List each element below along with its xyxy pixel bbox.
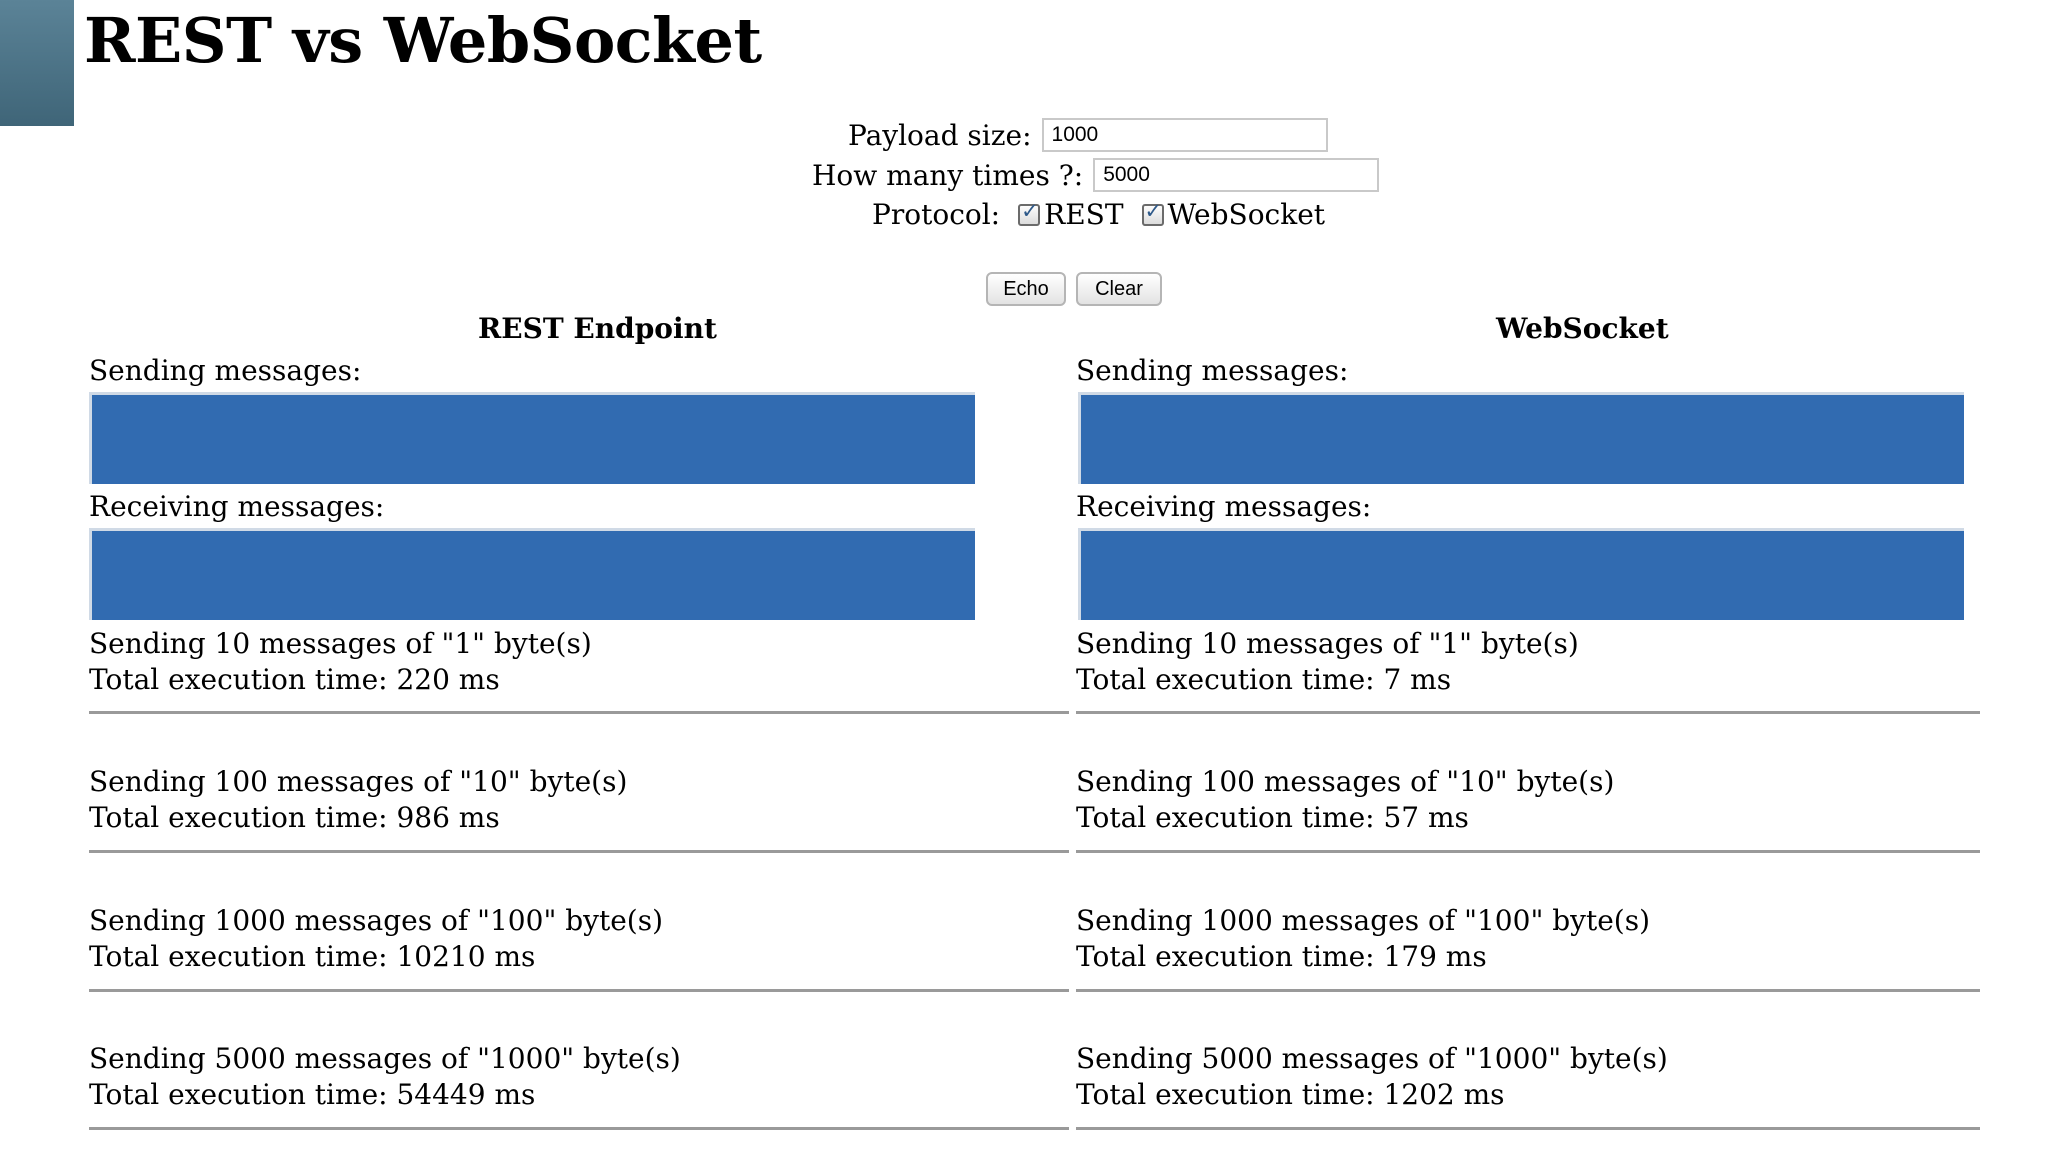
times-input[interactable] (1093, 158, 1380, 192)
ws-result-3: Sending 1000 messages of "100" byte(s) T… (1076, 903, 1650, 975)
ws-receiving-label: Receiving messages: (1076, 490, 1372, 523)
rest-result-1-line1: Sending 10 messages of "1" byte(s) (89, 627, 592, 660)
ws-heading: WebSocket (1496, 312, 1669, 345)
ws-result-4-line2: Total execution time: 1202 ms (1076, 1078, 1505, 1111)
payload-label: Payload size: (848, 118, 1032, 152)
rest-result-2-line2: Total execution time: 986 ms (89, 801, 500, 834)
ws-receiving-progress-fill (1081, 531, 1964, 620)
rest-sending-label: Sending messages: (89, 354, 362, 387)
ws-result-3-line2: Total execution time: 179 ms (1076, 940, 1487, 973)
ws-result-2-line1: Sending 100 messages of "10" byte(s) (1076, 765, 1615, 798)
ws-receiving-progress (1078, 528, 1964, 620)
protocol-row: Protocol: REST WebSocket (872, 198, 1325, 231)
payload-row: Payload size: (848, 118, 1328, 152)
times-label: How many times ?: (812, 158, 1084, 192)
corner-decoration (0, 0, 74, 126)
ws-result-2-line2: Total execution time: 57 ms (1076, 801, 1469, 834)
ws-result-3-line1: Sending 1000 messages of "100" byte(s) (1076, 904, 1650, 937)
websocket-checkbox-label: WebSocket (1167, 198, 1326, 231)
ws-result-1: Sending 10 messages of "1" byte(s) Total… (1076, 626, 1579, 698)
rest-result-4: Sending 5000 messages of "1000" byte(s) … (89, 1041, 681, 1113)
websocket-checkbox[interactable] (1141, 199, 1164, 226)
rest-divider-3 (89, 989, 1069, 992)
rest-sending-progress (89, 392, 975, 484)
ws-divider-4 (1076, 1127, 1980, 1130)
rest-divider-4 (89, 1127, 1069, 1130)
protocol-label: Protocol: (872, 198, 1001, 231)
rest-result-4-line1: Sending 5000 messages of "1000" byte(s) (89, 1042, 681, 1075)
clear-button[interactable]: Clear (1076, 272, 1162, 306)
payload-size-input[interactable] (1041, 118, 1328, 152)
rest-result-4-line2: Total execution time: 54449 ms (89, 1078, 536, 1111)
rest-result-3-line2: Total execution time: 10210 ms (89, 940, 536, 973)
ws-sending-progress-fill (1081, 395, 1964, 484)
rest-receiving-progress (89, 528, 975, 620)
rest-sending-progress-fill (92, 395, 975, 484)
ws-result-1-line2: Total execution time: 7 ms (1076, 663, 1452, 696)
rest-checkbox[interactable] (1018, 199, 1041, 226)
ws-result-2: Sending 100 messages of "10" byte(s) Tot… (1076, 764, 1614, 836)
rest-heading: REST Endpoint (478, 312, 717, 345)
echo-button[interactable]: Echo (986, 272, 1066, 306)
rest-result-1: Sending 10 messages of "1" byte(s) Total… (89, 626, 592, 698)
rest-divider-1 (89, 711, 1069, 714)
rest-receiving-progress-fill (92, 531, 975, 620)
rest-checkbox-label: REST (1044, 198, 1124, 231)
page-title: REST vs WebSocket (84, 4, 762, 77)
rest-result-3-line1: Sending 1000 messages of "100" byte(s) (89, 904, 663, 937)
ws-result-1-line1: Sending 10 messages of "1" byte(s) (1076, 627, 1579, 660)
ws-result-4-line1: Sending 5000 messages of "1000" byte(s) (1076, 1042, 1668, 1075)
rest-result-3: Sending 1000 messages of "100" byte(s) T… (89, 903, 663, 975)
rest-receiving-label: Receiving messages: (89, 490, 385, 523)
ws-divider-3 (1076, 989, 1980, 992)
ws-divider-2 (1076, 850, 1980, 853)
ws-divider-1 (1076, 711, 1980, 714)
ws-sending-progress (1078, 392, 1964, 484)
rest-result-2: Sending 100 messages of "10" byte(s) Tot… (89, 764, 627, 836)
ws-sending-label: Sending messages: (1076, 354, 1349, 387)
times-row: How many times ?: (812, 158, 1380, 192)
rest-result-2-line1: Sending 100 messages of "10" byte(s) (89, 765, 628, 798)
rest-divider-2 (89, 850, 1069, 853)
ws-result-4: Sending 5000 messages of "1000" byte(s) … (1076, 1041, 1668, 1113)
rest-result-1-line2: Total execution time: 220 ms (89, 663, 500, 696)
